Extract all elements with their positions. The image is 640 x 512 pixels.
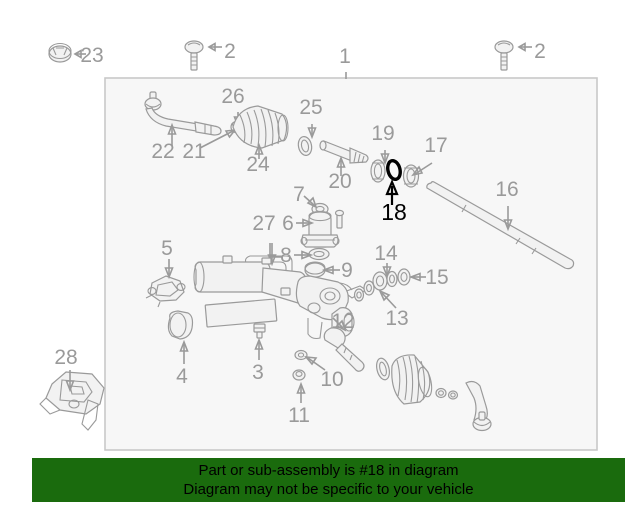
leader-6 xyxy=(296,218,315,228)
part-valve-housing-6 xyxy=(300,209,345,248)
leader-10 xyxy=(304,356,326,371)
part-oring-25 xyxy=(297,136,313,156)
callout-label-2-left: 2 xyxy=(224,40,236,63)
callout-label-6: 6 xyxy=(282,212,294,235)
leader-11 xyxy=(296,381,306,403)
callout-label-25: 25 xyxy=(299,96,322,119)
leader-17 xyxy=(411,162,433,177)
leader-5 xyxy=(164,259,174,280)
leader-22 xyxy=(167,122,177,146)
leader-13 xyxy=(378,289,397,309)
callout-label-11: 11 xyxy=(288,404,310,427)
callout-label-20: 20 xyxy=(328,170,351,193)
leader-2-left xyxy=(207,42,222,52)
callout-label-10: 10 xyxy=(320,368,343,391)
part-washer-10 xyxy=(294,349,308,361)
callout-label-2-right: 2 xyxy=(534,40,546,63)
leader-15 xyxy=(408,272,426,282)
leader-8 xyxy=(294,250,314,260)
callout-label-19: 19 xyxy=(371,122,394,145)
part-nut-11 xyxy=(292,369,306,381)
leader-9 xyxy=(321,265,340,275)
callout-label-21: 21 xyxy=(182,140,205,163)
banner-line-disclaimer: Diagram may not be specific to your vehi… xyxy=(183,481,474,498)
leader-12 xyxy=(332,317,347,332)
callout-label-7: 7 xyxy=(293,183,305,206)
part-bearing-19 xyxy=(370,159,386,183)
part-inner-tie-rod-12 xyxy=(323,327,365,372)
leader-24 xyxy=(254,142,264,159)
leader-28 xyxy=(65,370,75,393)
part-pinion-shaft-20 xyxy=(319,140,369,164)
part-bushing-4 xyxy=(167,310,194,340)
banner-line-part-number: Part or sub-assembly is #18 in diagram xyxy=(198,462,459,479)
callout-label-12: 12 xyxy=(331,310,354,333)
callout-label-27: 27 xyxy=(252,212,275,235)
part-bolt-2-left xyxy=(184,40,204,71)
part-washer-8 xyxy=(308,247,330,261)
callout-label-22: 22 xyxy=(151,140,174,163)
part-rings-14-13 xyxy=(353,268,411,302)
callout-label-14: 14 xyxy=(374,242,398,265)
leader-7 xyxy=(303,195,318,209)
callout-label-28: 28 xyxy=(54,346,77,369)
callout-label-24: 24 xyxy=(246,153,270,176)
callout-label-8: 8 xyxy=(280,244,292,267)
leader-4 xyxy=(179,339,189,364)
callout-label-3: 3 xyxy=(252,361,264,384)
callout-label-9: 9 xyxy=(341,259,353,282)
part-lower-boot-assembly xyxy=(375,354,492,432)
part-snap-ring-18-highlighted xyxy=(386,158,402,182)
part-boot-24 xyxy=(232,105,289,149)
leader-19 xyxy=(380,150,390,166)
part-bracket-28 xyxy=(39,371,105,431)
leader-16 xyxy=(503,206,513,232)
part-bolt-3 xyxy=(253,323,266,339)
callout-label-1: 1 xyxy=(339,45,351,68)
callout-label-23: 23 xyxy=(80,44,103,67)
info-banner: Part or sub-assembly is #18 in diagram D… xyxy=(32,458,625,502)
part-seal-9 xyxy=(304,261,326,278)
part-tie-rod-16 xyxy=(426,181,575,270)
leader-20 xyxy=(336,155,346,176)
part-nut-23 xyxy=(48,42,72,63)
callout-label-4: 4 xyxy=(176,365,188,388)
leader-23 xyxy=(73,49,86,59)
leader-3 xyxy=(254,337,264,360)
callout-label-17: 17 xyxy=(424,134,447,157)
callout-label-13: 13 xyxy=(385,307,408,330)
part-bearing-17 xyxy=(402,164,420,188)
callout-label-26: 26 xyxy=(221,85,244,108)
leader-14 xyxy=(382,263,392,279)
leader-25 xyxy=(307,124,317,140)
callout-label-5: 5 xyxy=(161,237,173,260)
part-tie-rod-end-22 xyxy=(144,91,222,136)
callout-label-18-highlighted: 18 xyxy=(381,199,407,225)
diagram-frame xyxy=(104,77,598,451)
callout-label-15: 15 xyxy=(425,266,448,289)
leader-21 xyxy=(199,128,237,149)
part-rack-housing xyxy=(193,255,355,340)
leader-2-right xyxy=(517,42,532,52)
leader-18 xyxy=(385,179,399,205)
part-bolt-2-right xyxy=(494,40,514,71)
callout-label-16: 16 xyxy=(495,178,518,201)
